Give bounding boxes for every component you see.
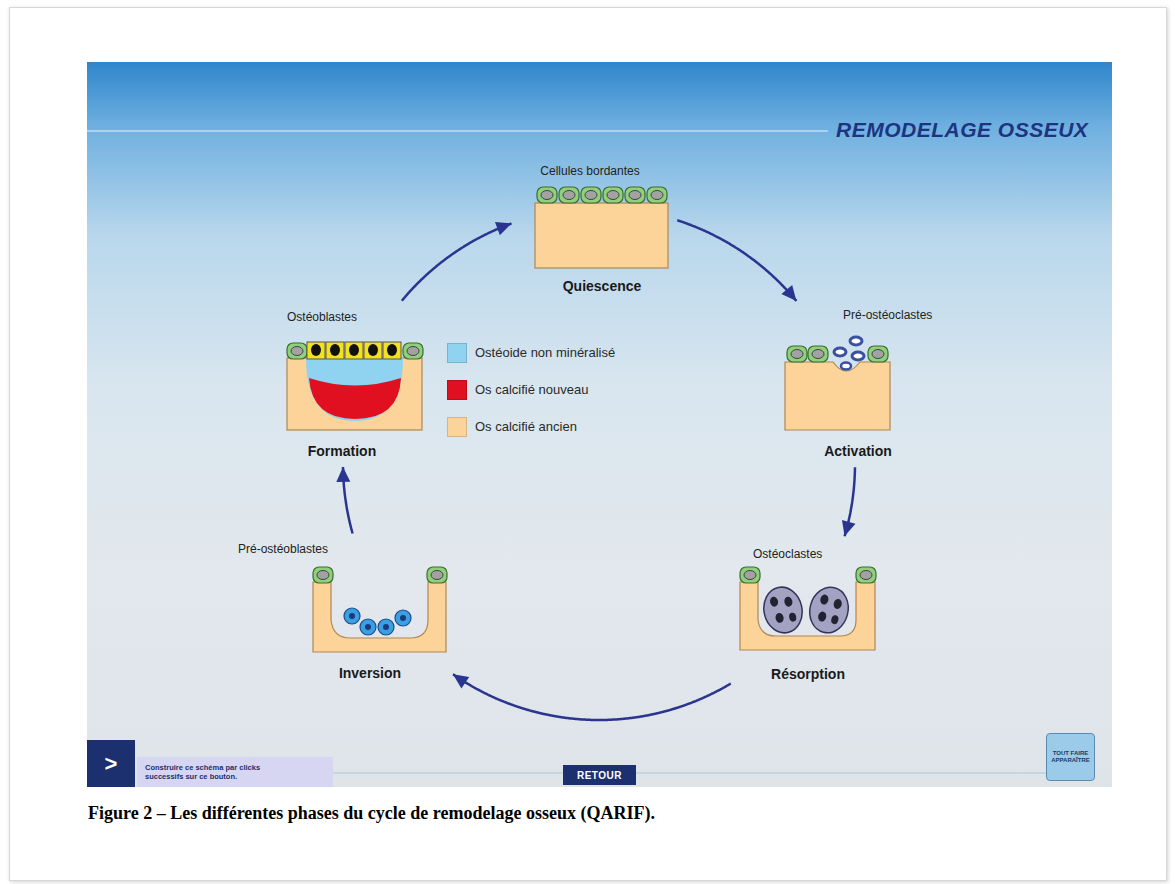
phase-node: OstéoblastesFormation xyxy=(282,305,423,463)
phase-node: Pré-ostéoblastesInversion xyxy=(235,538,449,688)
arrowhead xyxy=(336,467,350,482)
quiescence-illustration xyxy=(535,187,668,268)
button-label: TOUT FAIRE APPARAÎTRE xyxy=(1050,750,1091,764)
button-label: RETOUR xyxy=(577,770,622,781)
cell-label: Cellules bordantes xyxy=(540,164,639,178)
back-button: RETOUR xyxy=(563,765,636,785)
cell-label: Pré-ostéoclastes xyxy=(843,308,932,322)
legend-label: Os calcifié nouveau xyxy=(475,382,588,397)
arc-line xyxy=(453,674,731,720)
figure-caption: Figure 2 – Les différentes phases du cyc… xyxy=(88,803,655,824)
cycle-arrow xyxy=(842,467,855,536)
cycle-arrow xyxy=(336,467,352,534)
legend-swatch xyxy=(447,380,467,400)
button-label: > xyxy=(105,751,118,777)
arc-line xyxy=(402,223,512,300)
formation-illustration xyxy=(287,342,423,430)
arrowhead xyxy=(781,285,796,301)
cell-label: Pré-ostéoblastes xyxy=(238,542,328,556)
cell-label: Ostéoclastes xyxy=(753,547,822,561)
activation-illustration xyxy=(785,337,890,430)
cycle-arrow xyxy=(402,222,512,301)
show-all-button: TOUT FAIRE APPARAÎTRE xyxy=(1046,733,1095,781)
phase-label: Résorption xyxy=(771,666,845,682)
inversion-illustration xyxy=(313,567,447,652)
arrowhead xyxy=(495,222,511,235)
phase-label: Activation xyxy=(824,443,892,459)
header-rule xyxy=(87,130,828,131)
phase-label: Quiescence xyxy=(563,278,642,294)
phase-node: Pré-ostéoclastesActivation xyxy=(780,305,936,463)
slide-title: REMODELAGE OSSEUX xyxy=(836,118,1088,142)
resorption-illustration xyxy=(740,567,876,650)
cycle-arrow xyxy=(453,674,731,720)
phase-label: Formation xyxy=(308,443,376,459)
arrowhead xyxy=(842,520,855,536)
legend-label: Os calcifié ancien xyxy=(475,419,577,434)
cycle-arrow xyxy=(677,220,796,301)
arc-line xyxy=(677,220,796,301)
next-button: > xyxy=(87,740,135,787)
legend-swatch xyxy=(447,417,467,437)
button-label: Construire ce schéma par clicks successi… xyxy=(145,763,295,782)
arrowhead xyxy=(453,674,469,688)
legend-label: Ostéoide non minéralisé xyxy=(475,345,615,360)
instruction-box: Construire ce schéma par clicks successi… xyxy=(137,757,333,787)
cell-label: Ostéoblastes xyxy=(287,310,357,324)
legend-swatch xyxy=(447,343,467,363)
phase-node: Cellules bordantesQuiescence xyxy=(515,160,673,298)
phase-label: Inversion xyxy=(339,665,401,681)
footer-rule xyxy=(333,773,1046,774)
phase-node: OstéoclastesRésorption xyxy=(735,540,878,688)
